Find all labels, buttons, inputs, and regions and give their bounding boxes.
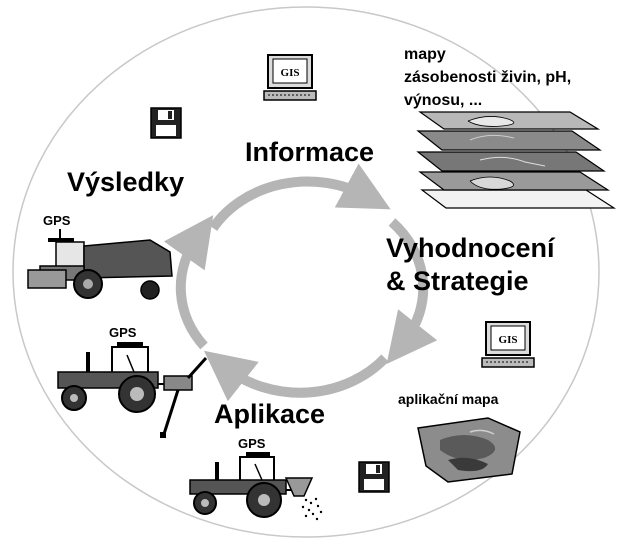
gps-label-tractor-spreader: GPS [238, 436, 266, 451]
stage-label-informace: Informace [245, 137, 374, 167]
stage-label-vysledky: Výsledky [67, 167, 184, 197]
gps-label-combine: GPS [43, 213, 71, 228]
tractor-icon: GPS [189, 436, 323, 521]
stage-label-vyhodnoceni: Vyhodnocení [386, 233, 556, 263]
gis-label-top: GIS [281, 67, 300, 79]
gps-label-tractor-sprayer: GPS [109, 325, 137, 340]
tractor-icon: GPS [57, 325, 208, 438]
combine-harvester-icon: GPS [27, 213, 173, 300]
cycle-arrow-top [208, 163, 391, 231]
computer-icon: GIS [263, 54, 317, 101]
stage-label-strategie: & Strategie [386, 266, 529, 296]
maps-label-line2: zásobenosti živin, pH, [404, 69, 571, 86]
cycle-arrow-right [386, 218, 438, 364]
maps-label-line3: výnosu, ... [404, 92, 482, 109]
cycle-arrow-left [163, 215, 214, 350]
computer-icon: GIS [481, 321, 535, 368]
application-map-icon [417, 417, 521, 483]
map-layers-icon [416, 111, 617, 209]
gis-label-right: GIS [499, 334, 518, 346]
floppy-disk-icon [150, 107, 182, 139]
spread-particles [301, 497, 323, 521]
application-map-label: aplikační mapa [398, 391, 499, 407]
cycle-arrow-bottom [203, 350, 389, 402]
stage-label-aplikace: Aplikace [214, 399, 325, 429]
cycle-arrows-icon [163, 163, 438, 402]
maps-label-line1: mapy [404, 46, 446, 63]
floppy-disk-icon [358, 461, 390, 493]
